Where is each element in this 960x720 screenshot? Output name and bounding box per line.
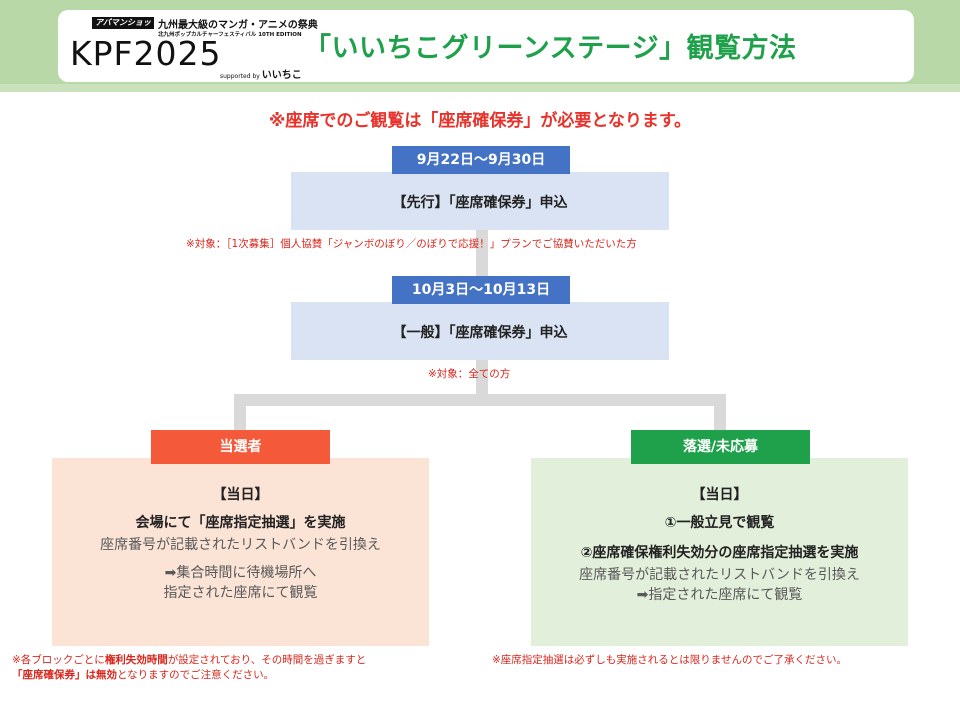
loser-box: 【当日】 ①一般立見で観覧 ②座席確保権利失効分の座席指定抽選を実施 座席番号が… xyxy=(531,458,908,646)
winner-line4: 指定された座席にて観覧 xyxy=(163,585,318,601)
step1-box: 【先行】「座席確保券」申込 xyxy=(291,172,669,230)
loser-line2: ②座席確保権利失効分の座席指定抽選を実施 xyxy=(580,545,859,561)
header-panel xyxy=(58,10,914,82)
loser-day: 【当日】 xyxy=(691,487,748,503)
loser-line3: 座席番号が記載されたリストバンドを引換え xyxy=(579,567,860,583)
winner-box: 【当日】 会場にて「座席指定抽選」を実施 座席番号が記載されたリストバンドを引換… xyxy=(52,458,429,646)
page-title: 「いいちこグリーンステージ」観覧方法 xyxy=(304,33,797,64)
note-bold-invalid: 「座席確保券」は無効 xyxy=(12,669,117,681)
step2-box: 【一般】「座席確保券」申込 xyxy=(291,302,669,360)
step1-target-note: ※対象：［1次募集］個人協賛「ジャンボのぼり／のぼりで応援！」プランでご協賛いた… xyxy=(186,238,637,250)
logo-tagline: 九州最大級のマンガ・アニメの祭典 xyxy=(158,20,318,31)
seat-ticket-notice: ※座席でのご観覧は「座席確保券」が必要となります。 xyxy=(268,111,692,131)
flow-connector-horizontal xyxy=(234,394,726,406)
loser-tag: 落選/未応募 xyxy=(631,430,810,464)
note-text-mid: が設定されており、その時間を過ぎますと xyxy=(167,654,367,666)
flow-connector-right xyxy=(714,394,726,434)
flow-connector-left xyxy=(234,394,246,434)
logo-supported-by: supported by いいちこ xyxy=(220,66,302,81)
loser-line1: ①一般立見で観覧 xyxy=(664,515,775,531)
logo-wordmark: KPF2025 xyxy=(70,34,222,73)
step2-target-note: ※対象：全ての方 xyxy=(428,368,511,380)
note-bold-expiry: 権利失効時間 xyxy=(104,654,168,666)
winner-line1: 会場にて「座席指定抽選」を実施 xyxy=(135,515,346,531)
step1-label: 【先行】「座席確保券」申込 xyxy=(392,195,568,211)
supporter-name: いいちこ xyxy=(261,70,302,81)
logo-subtitle: 北九州ポップカルチャーフェスティバル 10TH EDITION xyxy=(158,32,302,38)
winner-day: 【当日】 xyxy=(212,487,269,503)
winner-tag: 当選者 xyxy=(151,430,330,464)
step1-date-tag: 9月22日～9月30日 xyxy=(392,146,570,174)
loser-lottery-note: ※座席指定抽選は必ずしも実施されるとは限りませんのでご了承ください。 xyxy=(492,654,847,666)
note-text-suffix: となりますのでご注意ください。 xyxy=(117,669,275,681)
step2-label: 【一般】「座席確保券」申込 xyxy=(392,325,568,341)
winner-line3: ➡集合時間に待機場所へ xyxy=(164,565,317,581)
supported-by-text: supported by xyxy=(220,73,260,80)
note-text-prefix: ※各ブロックごとに xyxy=(12,654,105,666)
winner-line2: 座席番号が記載されたリストバンドを引換え xyxy=(100,537,381,553)
kpf2025-logo: アバマンショップ 九州最大級のマンガ・アニメの祭典 北九州ポップカルチャーフェス… xyxy=(70,14,318,81)
logo-badge: アバマンショップ xyxy=(92,17,154,39)
winner-expiry-note: ※各ブロックごとに権利失効時間が設定されており、その時間を過ぎますと 「座席確保… xyxy=(12,653,366,683)
step2-date-tag: 10月3日～10月13日 xyxy=(392,276,570,304)
loser-line4: ➡指定された座席にて観覧 xyxy=(636,587,803,603)
